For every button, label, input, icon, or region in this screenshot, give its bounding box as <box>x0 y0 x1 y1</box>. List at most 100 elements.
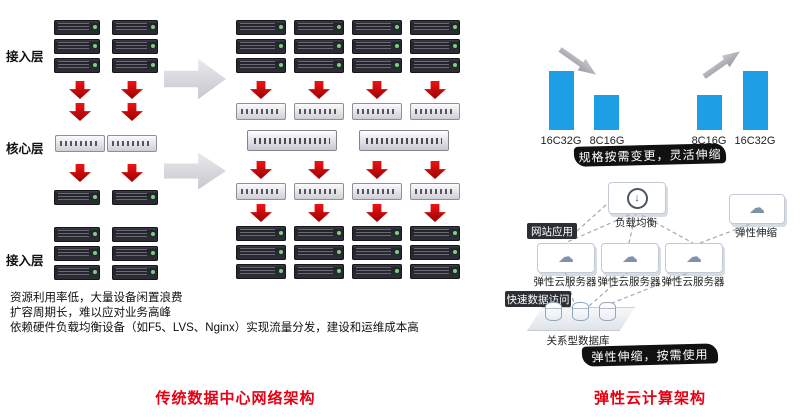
red-arrow-icon <box>121 164 143 182</box>
red-arrow-icon <box>69 164 91 182</box>
switch-icon <box>294 103 344 120</box>
left-datacenter-cluster <box>54 20 158 284</box>
server-icon <box>112 20 158 35</box>
switch-icon <box>107 135 157 152</box>
server-icon <box>410 20 460 35</box>
bar-16c32g <box>743 71 768 130</box>
switch-row <box>54 135 158 152</box>
ecs-box: ☁ <box>537 243 595 273</box>
server-grid <box>54 190 158 209</box>
red-arrow-icon <box>121 81 143 99</box>
traffic-arrows <box>54 103 158 121</box>
traditional-caption: 传统数据中心网络架构 <box>155 390 316 407</box>
red-arrow-icon <box>308 204 330 222</box>
server-icon <box>294 245 344 260</box>
server-icon <box>112 39 158 54</box>
server-icon <box>112 265 158 280</box>
server-row <box>54 265 158 280</box>
server-icon <box>410 245 460 260</box>
server-icon <box>54 39 100 54</box>
switch-icon <box>410 103 460 120</box>
red-arrow-icon <box>424 204 446 222</box>
server-icon <box>294 20 344 35</box>
server-row <box>236 264 460 279</box>
switch-icon <box>236 183 286 200</box>
core-switch-icon <box>359 130 449 151</box>
gray-arrow-icon <box>164 152 226 190</box>
server-icon <box>54 246 100 261</box>
server-icon <box>352 264 402 279</box>
red-arrow-icon <box>308 81 330 99</box>
core-switch-icon <box>247 130 337 151</box>
red-arrow-icon <box>250 81 272 99</box>
red-arrow-icon <box>366 161 388 179</box>
server-icon <box>112 227 158 242</box>
auto-scaling-label: 弹性伸缩 <box>735 227 777 239</box>
server-icon <box>410 58 460 73</box>
switch-icon <box>352 183 402 200</box>
red-arrow-icon <box>424 81 446 99</box>
server-grid <box>236 20 460 77</box>
switch-icon <box>410 183 460 200</box>
server-icon <box>54 227 100 242</box>
server-icon <box>294 39 344 54</box>
layer-label-access-bottom: 接入层 <box>6 254 44 268</box>
red-arrow-icon <box>121 103 143 121</box>
server-row <box>236 20 460 35</box>
note-line: 依赖硬件负载均衡设备（如F5、LVS、Nginx）实现流量分发，建设和运维成本高 <box>10 322 419 335</box>
load-balancer-box: ↓ <box>608 182 666 214</box>
database-icon <box>545 302 562 321</box>
server-icon <box>294 58 344 73</box>
database-icon <box>599 302 616 321</box>
rds-label: 关系型数据库 <box>546 335 610 347</box>
traffic-arrows <box>232 161 464 179</box>
switch-icon <box>294 183 344 200</box>
server-row <box>236 245 460 260</box>
ecs-label: 弹性云服务器 <box>533 276 597 288</box>
server-grid <box>54 227 158 284</box>
core-switch-row <box>232 130 464 151</box>
red-arrow-icon <box>69 81 91 99</box>
database-icon <box>572 302 589 321</box>
server-icon <box>236 58 286 73</box>
note-line: 资源利用率低，大量设备闲置浪费 <box>10 292 183 304</box>
cloud-icon: ☁ <box>686 249 702 266</box>
server-icon <box>294 264 344 279</box>
spec-change-banner: 规格按需变更，灵活伸缩 <box>573 143 727 167</box>
switch-icon <box>352 103 402 120</box>
traffic-arrows <box>54 81 158 99</box>
red-arrow-icon <box>424 161 446 179</box>
server-icon <box>54 265 100 280</box>
cloud-icon: ☁ <box>749 200 765 217</box>
server-icon <box>236 39 286 54</box>
ecs-label: 弹性云服务器 <box>597 276 661 288</box>
auto-scaling-box: ☁ <box>729 194 785 224</box>
bar-label: 8C16G <box>589 135 625 147</box>
server-row <box>54 39 158 54</box>
switch-row <box>232 103 464 120</box>
cloud-icon: ☁ <box>558 249 574 266</box>
server-icon <box>54 190 100 205</box>
traffic-arrows <box>54 164 158 182</box>
server-icon <box>410 226 460 241</box>
server-icon <box>352 58 402 73</box>
red-arrow-icon <box>250 161 272 179</box>
bar-label: 16C32G <box>734 135 776 147</box>
server-icon <box>54 58 100 73</box>
server-icon <box>236 264 286 279</box>
server-icon <box>352 245 402 260</box>
note-line: 扩容周期长，难以应对业务高峰 <box>10 307 171 320</box>
bar-16c32g <box>549 71 574 130</box>
server-icon <box>352 226 402 241</box>
server-row <box>54 190 158 205</box>
switch-icon <box>236 103 286 120</box>
red-arrow-icon <box>366 81 388 99</box>
server-icon <box>410 39 460 54</box>
server-row <box>236 39 460 54</box>
bar-8c16g <box>697 95 722 130</box>
server-grid <box>54 20 158 77</box>
web-app-tag: 网站应用 <box>527 223 577 239</box>
gray-arrow-icon <box>164 58 226 100</box>
red-arrow-icon <box>366 204 388 222</box>
